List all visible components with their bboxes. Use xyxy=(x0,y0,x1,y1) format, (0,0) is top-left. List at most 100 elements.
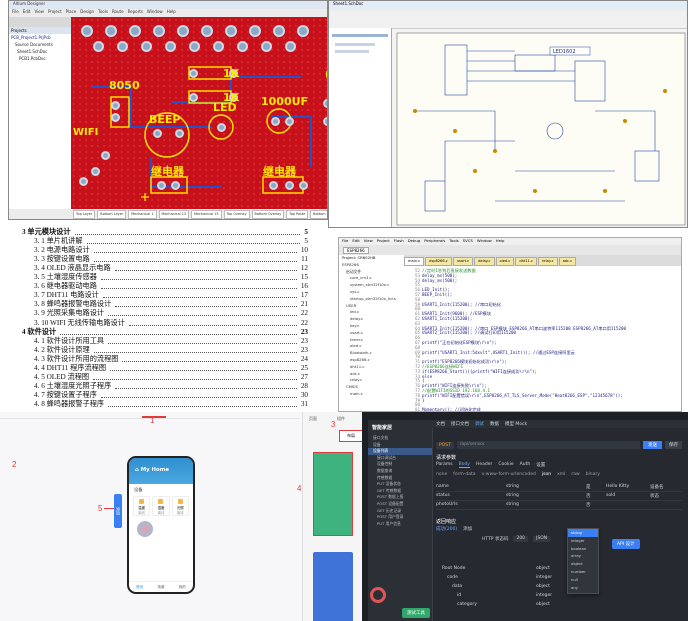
pcb-pad[interactable] xyxy=(81,25,93,37)
layer-tab[interactable]: Mechanical 13 xyxy=(158,210,190,219)
pcb-pad[interactable] xyxy=(217,123,226,132)
body-type-option[interactable]: form-data xyxy=(453,472,476,477)
body-type-option[interactable]: x-www-form-urlencoded xyxy=(481,472,536,477)
pcb-pad[interactable] xyxy=(213,41,224,52)
url-input[interactable]: /api/sensor xyxy=(456,441,640,449)
ide-menu-item[interactable]: Flash xyxy=(393,238,404,243)
dropdown-option[interactable]: boolean xyxy=(571,545,587,551)
content-type[interactable]: JSON xyxy=(533,536,551,542)
pcb-menu-item[interactable]: File xyxy=(12,9,19,14)
pcb-pad[interactable] xyxy=(171,181,180,190)
pcb-pad[interactable] xyxy=(237,41,248,52)
pcb-pad[interactable] xyxy=(225,25,237,37)
device-card[interactable]: 光照离线 xyxy=(171,496,189,516)
api-tree-item[interactable]: PUT 设备状态 xyxy=(377,481,401,487)
pcb-pad[interactable] xyxy=(93,41,104,52)
ide-tree-item[interactable]: core_cm3.c xyxy=(350,275,372,281)
layer-tab[interactable]: Top Layer xyxy=(73,210,96,219)
ide-file-tab[interactable]: oled.c xyxy=(495,257,515,266)
pcb-pad[interactable] xyxy=(285,41,296,52)
ide-file-tab[interactable]: dht11.c xyxy=(515,257,538,266)
pcb-pad[interactable] xyxy=(189,93,198,102)
ide-file-tab[interactable]: main.c xyxy=(404,257,425,266)
ide-tree-item[interactable]: timer.c xyxy=(350,336,364,342)
ide-file-tab[interactable]: delay.c xyxy=(474,257,495,266)
pcb-pad[interactable] xyxy=(299,181,308,190)
api-header-tab[interactable]: 模型 Mock xyxy=(505,422,528,427)
pcb-pad[interactable] xyxy=(323,99,327,108)
ide-tree-item[interactable]: sys.c xyxy=(350,288,360,294)
layout-tab[interactable]: 布局 xyxy=(339,430,363,442)
ide-tree-item[interactable]: system_stm32f10x.c xyxy=(350,282,390,288)
schematic-canvas[interactable]: LED1602 xyxy=(395,31,687,227)
ide-tree-item[interactable]: esp8266.c xyxy=(350,356,370,362)
green-card-component[interactable] xyxy=(313,452,353,536)
pcb-pad[interactable] xyxy=(175,129,184,138)
bottom-nav-item[interactable]: 首页 xyxy=(136,584,144,589)
blue-card-component[interactable] xyxy=(313,552,353,621)
ide-menu-item[interactable]: Tools xyxy=(449,238,459,243)
pcb-pad[interactable] xyxy=(111,113,120,122)
dropdown-option[interactable]: null xyxy=(571,576,578,582)
api-tree-item[interactable]: 接口调试台 xyxy=(377,454,396,460)
api-tree-item[interactable]: 设备控制 xyxy=(377,461,393,467)
ide-tree-item[interactable]: CMSIS xyxy=(346,384,358,390)
pcb-pad[interactable] xyxy=(105,25,117,37)
pcb-pad[interactable] xyxy=(229,93,238,102)
pcb-tree-item[interactable]: Source Documents xyxy=(15,42,53,47)
ide-menu-item[interactable]: SVCS xyxy=(462,238,473,243)
layer-tab[interactable]: Top Overlay xyxy=(223,210,250,219)
api-tree-item[interactable]: 数据查询 xyxy=(377,467,393,473)
response-tab[interactable]: 成功(200) xyxy=(436,527,458,532)
dropdown-option[interactable]: string xyxy=(568,529,598,537)
pcb-pad[interactable] xyxy=(117,41,128,52)
dropdown-option[interactable]: array xyxy=(571,553,581,559)
body-type-option[interactable]: json xyxy=(541,472,552,477)
ide-tree-item[interactable]: ESP8266 xyxy=(342,261,359,267)
api-tree-item[interactable]: 设备 xyxy=(373,441,381,447)
pcb-pad[interactable] xyxy=(177,25,189,37)
scene-icon[interactable] xyxy=(137,521,153,537)
api-tree-item[interactable]: GET 传感数据 xyxy=(377,487,402,493)
dropdown-option[interactable]: number xyxy=(571,568,586,574)
layer-tab[interactable]: Top Paste xyxy=(286,210,309,219)
pcb-menu-item[interactable]: Help xyxy=(166,9,176,14)
pcb-menu-item[interactable]: View xyxy=(34,9,44,14)
params-tab[interactable]: Header xyxy=(475,462,493,467)
ide-tree-item[interactable]: 启动文件 xyxy=(346,268,362,274)
ide-menu-item[interactable]: Edit xyxy=(352,238,360,243)
add-side-button[interactable]: 添加 xyxy=(114,494,122,528)
ide-tree-item[interactable]: adc.c xyxy=(350,370,361,376)
params-tab[interactable]: 设置 xyxy=(536,463,546,468)
pcb-pad[interactable] xyxy=(261,41,272,52)
api-header-tab[interactable]: 数据 xyxy=(490,422,499,427)
dropdown-option[interactable]: any xyxy=(571,584,578,590)
ide-tree-item[interactable]: usart.c xyxy=(350,329,364,335)
ide-tree-item[interactable]: main.c xyxy=(350,390,363,396)
api-header-tab[interactable]: 文档 xyxy=(436,422,445,427)
run-tool-button[interactable]: 测试工具 xyxy=(402,608,430,618)
pcb-pad[interactable] xyxy=(271,117,280,126)
device-card[interactable]: 温度离线 xyxy=(133,496,151,516)
pcb-menu-item[interactable]: Route xyxy=(111,9,124,14)
ide-tree-item[interactable]: oled.c xyxy=(350,343,362,349)
ide-tree-item[interactable]: USER xyxy=(346,302,357,308)
ide-tree-item[interactable]: Project: CR602HB xyxy=(342,255,376,260)
pcb-pad[interactable] xyxy=(285,181,294,190)
pcb-pad[interactable] xyxy=(201,25,213,37)
params-tab[interactable]: Params xyxy=(436,462,453,467)
params-tab[interactable]: Auth xyxy=(519,462,531,467)
